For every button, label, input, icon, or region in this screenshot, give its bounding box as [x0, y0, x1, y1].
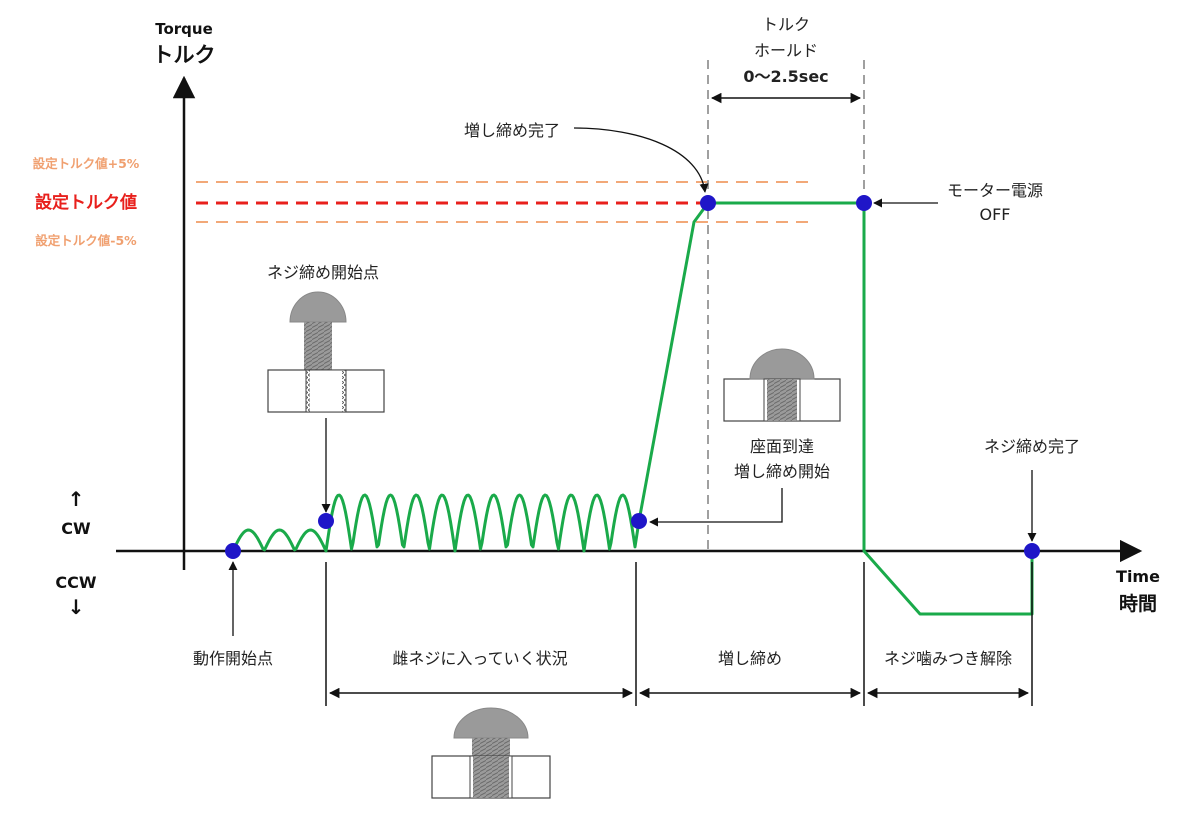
upper-tolerance-label: 設定トルク値+5%: [33, 156, 140, 171]
phase-entering-label: 雌ネジに入っていく状況: [392, 649, 567, 668]
phase-release-label: ネジ噛みつき解除: [884, 649, 1012, 668]
hold-label-line3: 0〜2.5sec: [743, 67, 828, 86]
screw-complete-label: ネジ締め完了: [984, 437, 1080, 456]
marker-screw-start: [318, 513, 334, 529]
hold-label-line2: ホールド: [754, 41, 818, 60]
cw-arrow: ↑: [68, 487, 85, 511]
screw-illustration-start: [267, 291, 385, 413]
marker-seat-reached: [631, 513, 647, 529]
y-axis-title-jp: トルク: [153, 43, 216, 67]
screw-illustration-entering: [431, 707, 551, 799]
motor-off-label-line2: OFF: [980, 205, 1011, 224]
operation-start-label: 動作開始点: [193, 649, 273, 668]
seat-reached-label-line1: 座面到達: [750, 437, 814, 456]
screw-start-label: ネジ締め開始点: [267, 263, 379, 282]
torque-curve: [231, 201, 1034, 616]
tighten-complete-label: 増し締め完了: [464, 121, 560, 140]
hold-label-line1: トルク: [762, 15, 810, 34]
ccw-label: CCW: [55, 573, 96, 592]
marker-motor-off: [856, 195, 872, 211]
screw-illustration-seated: [723, 348, 841, 422]
marker-operation-start: [225, 543, 241, 559]
y-axis-title-en: Torque: [155, 20, 213, 38]
seat-reached-label-line2: 増し締め開始: [734, 462, 830, 481]
marker-tighten-complete: [700, 195, 716, 211]
x-axis-title-en: Time: [1116, 567, 1160, 586]
cw-label: CW: [61, 519, 91, 538]
seat-reached-pointer: [649, 488, 783, 527]
tighten-complete-pointer: [573, 127, 709, 193]
lower-tolerance-label: 設定トルク値-5%: [35, 233, 137, 248]
motor-off-label-line1: モーター電源: [947, 181, 1043, 200]
marker-screw-complete: [1024, 543, 1040, 559]
ccw-arrow: ↓: [68, 595, 85, 619]
phase-tightening-label: 増し締め: [718, 649, 782, 668]
x-axis-title-jp: 時間: [1119, 593, 1157, 615]
set-torque-label: 設定トルク値: [35, 192, 137, 213]
